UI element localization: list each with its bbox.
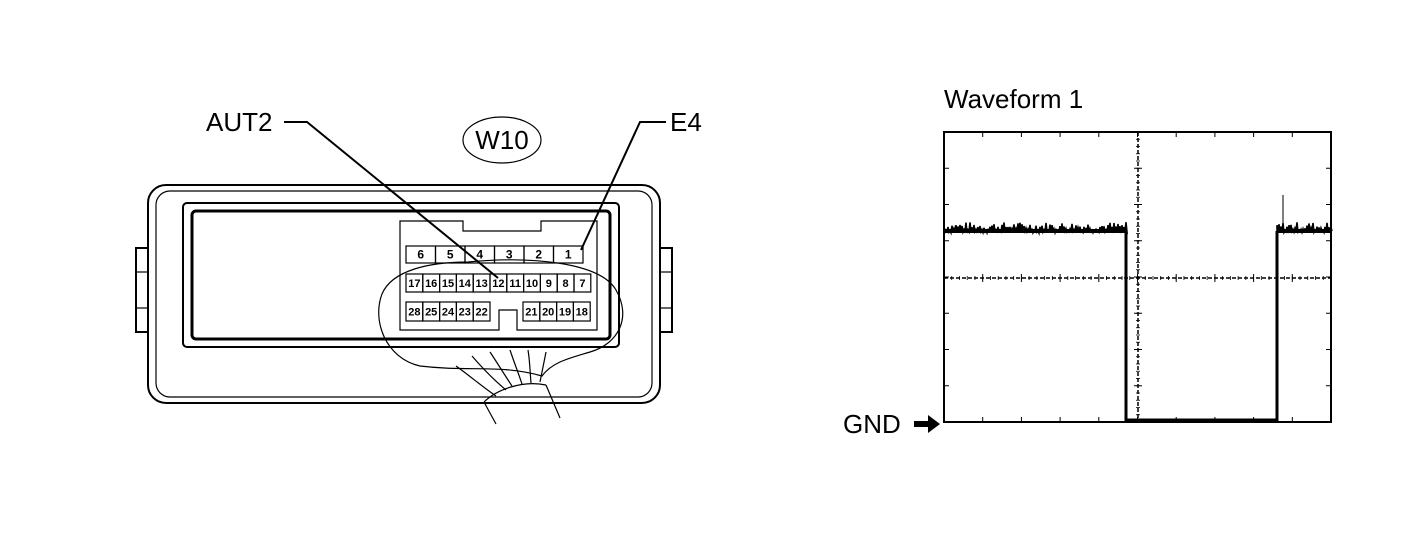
pin-number: 18	[576, 307, 588, 319]
pin-number: 22	[475, 307, 487, 319]
signal-high-band-left	[944, 229, 1126, 233]
signal-high-band-right	[1277, 229, 1331, 233]
pin-number: 25	[425, 307, 437, 319]
pin-number: 7	[579, 278, 585, 290]
gnd-label: GND	[843, 409, 901, 439]
pin-number: 8	[563, 278, 569, 290]
pin-number: 20	[542, 307, 554, 319]
waveform-title: Waveform 1	[944, 84, 1083, 114]
pin-number: 3	[506, 248, 513, 262]
connector-id-badge	[462, 116, 542, 164]
gnd-arrow-icon	[914, 415, 940, 433]
waveform-signal	[943, 195, 1333, 422]
pin-number: 4	[476, 248, 483, 262]
pin-cell	[572, 301, 591, 322]
right-latch	[660, 247, 673, 333]
pin-number: 14	[459, 278, 472, 290]
connector-id: W10	[475, 125, 528, 155]
pin-number: 10	[526, 278, 538, 290]
e4-leader-line	[580, 121, 666, 251]
connector-housing-inner	[155, 190, 653, 398]
aut2-leader-line	[284, 121, 499, 279]
pin-number: 24	[442, 307, 455, 319]
pin-number: 5	[447, 248, 454, 262]
pin-number: 13	[475, 278, 487, 290]
pin-number: 12	[492, 278, 504, 290]
connector-housing	[147, 184, 661, 404]
left-latch	[135, 247, 148, 333]
pin-number: 9	[546, 278, 552, 290]
connector-face-inner	[190, 209, 612, 341]
pin-cell	[573, 273, 592, 293]
pin-number: 17	[408, 278, 420, 290]
waveform-panel: Waveform 1 GND	[843, 84, 1333, 439]
pin-number: 23	[459, 307, 471, 319]
pin-number: 28	[408, 307, 420, 319]
pin-block	[399, 220, 598, 331]
pin-label-aut2: AUT2	[206, 107, 272, 137]
pin-number: 16	[425, 278, 437, 290]
graticule-ticks	[944, 132, 1331, 422]
pin-label-e4: E4	[670, 107, 702, 137]
pin-number: 6	[417, 248, 424, 262]
wire-harness	[455, 349, 561, 425]
pin-number: 21	[525, 307, 537, 319]
pin-number: 19	[559, 307, 571, 319]
pin-cell	[472, 301, 491, 322]
highlight-loop	[378, 259, 624, 377]
connector-face	[182, 202, 620, 348]
pin-number: 1	[565, 248, 572, 262]
pin-number: 11	[509, 278, 521, 290]
pin-number: 2	[535, 248, 542, 262]
pin-cell	[552, 245, 584, 264]
pin-number: 15	[442, 278, 454, 290]
